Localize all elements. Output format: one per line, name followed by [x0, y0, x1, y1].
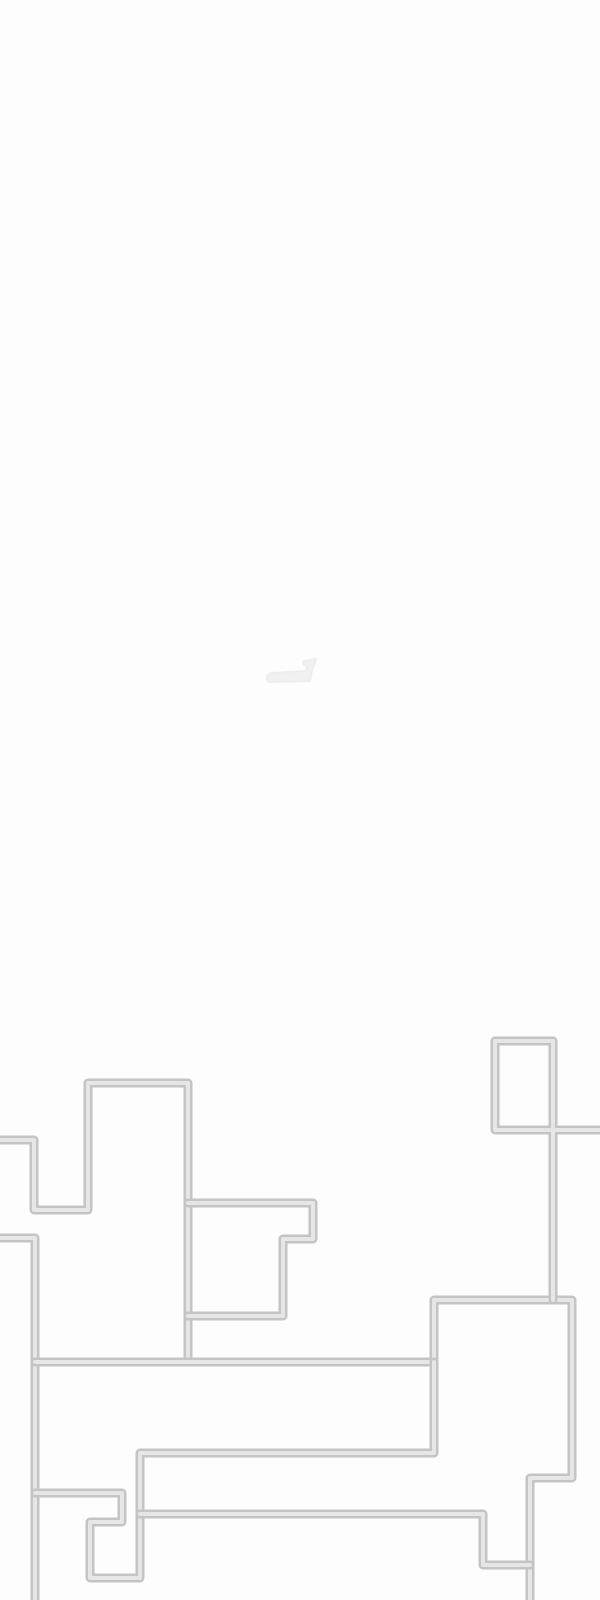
maze-wall-5 [429, 1295, 577, 1600]
maze-wall-8 [490, 1036, 600, 1305]
maze-wall-highlight-2 [186, 1201, 315, 1318]
maze-wall-6 [30, 1357, 439, 1583]
maze-wall-highlight-5 [432, 1298, 574, 1600]
maze-wall-highlight-3 [0, 1236, 37, 1600]
wall-group [0, 1036, 600, 1600]
maze-wall-highlight-6 [33, 1360, 436, 1580]
maze-wall-2 [183, 1198, 318, 1321]
maze-wall-3 [0, 1233, 40, 1600]
maze-wall-1 [0, 1078, 193, 1367]
faint-fragment [265, 658, 317, 683]
maze-wall-7 [135, 1509, 535, 1570]
maze-wall-highlight-1 [0, 1081, 190, 1364]
maze-wall-highlight-8 [493, 1039, 600, 1302]
maze-wall-highlight-7 [138, 1512, 532, 1567]
